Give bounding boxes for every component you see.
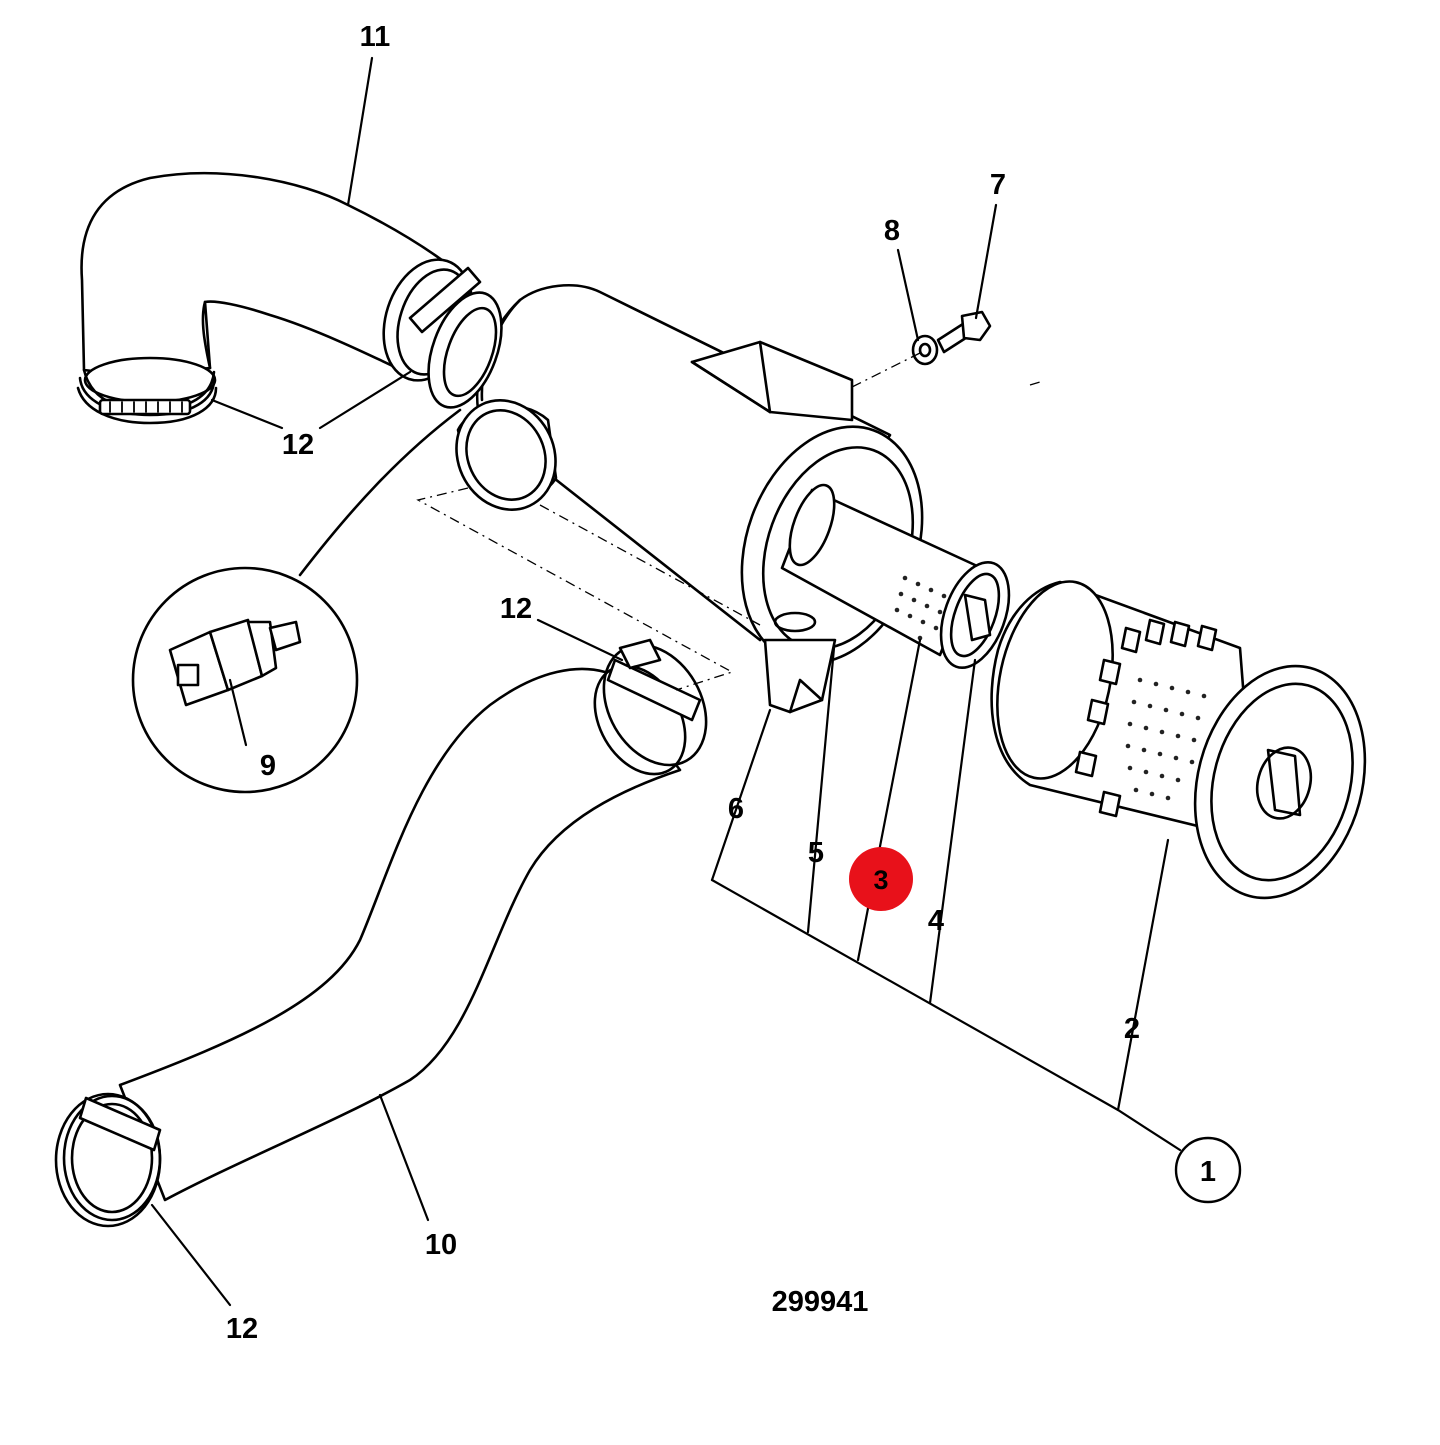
callout-7: 7 bbox=[990, 169, 1006, 201]
main-filter-element bbox=[990, 580, 1367, 900]
alignment-lines bbox=[416, 351, 1041, 691]
callout-12-lower: 12 bbox=[226, 1313, 258, 1345]
callout-5: 5 bbox=[808, 837, 824, 869]
callout-12-middle: 12 bbox=[500, 593, 532, 625]
callout-3: 3 bbox=[873, 865, 888, 895]
callout-9: 9 bbox=[260, 750, 276, 782]
bolt bbox=[936, 310, 992, 354]
hose-clamp-lower-left bbox=[54, 1092, 162, 1228]
callout-12-upper: 12 bbox=[282, 429, 314, 461]
hose-clamp-lower-right bbox=[602, 638, 708, 767]
main-element-perforations bbox=[1125, 677, 1207, 801]
callout-3-highlight bbox=[849, 847, 913, 911]
sensor-detail-inset bbox=[131, 566, 359, 794]
callout-1-circle bbox=[1174, 1136, 1242, 1204]
safety-filter-element bbox=[780, 483, 1011, 669]
callout-6: 6 bbox=[728, 793, 744, 825]
callout-8: 8 bbox=[884, 215, 900, 247]
washer bbox=[911, 334, 939, 366]
callout-10: 10 bbox=[425, 1229, 457, 1261]
air-cleaner-housing bbox=[427, 284, 924, 714]
callout-2: 2 bbox=[1124, 1013, 1140, 1045]
callout-11: 11 bbox=[360, 21, 391, 53]
leader-lines bbox=[150, 56, 1182, 1307]
hose-clamp-upper-left bbox=[76, 376, 218, 425]
safety-element-perforations bbox=[894, 575, 947, 641]
sensor-detail-pointer bbox=[298, 408, 462, 577]
drawing-number: 299941 bbox=[772, 1286, 869, 1318]
main-element-fins bbox=[1074, 618, 1218, 818]
callout-4: 4 bbox=[928, 905, 944, 937]
callout-1: 1 bbox=[1200, 1156, 1216, 1188]
